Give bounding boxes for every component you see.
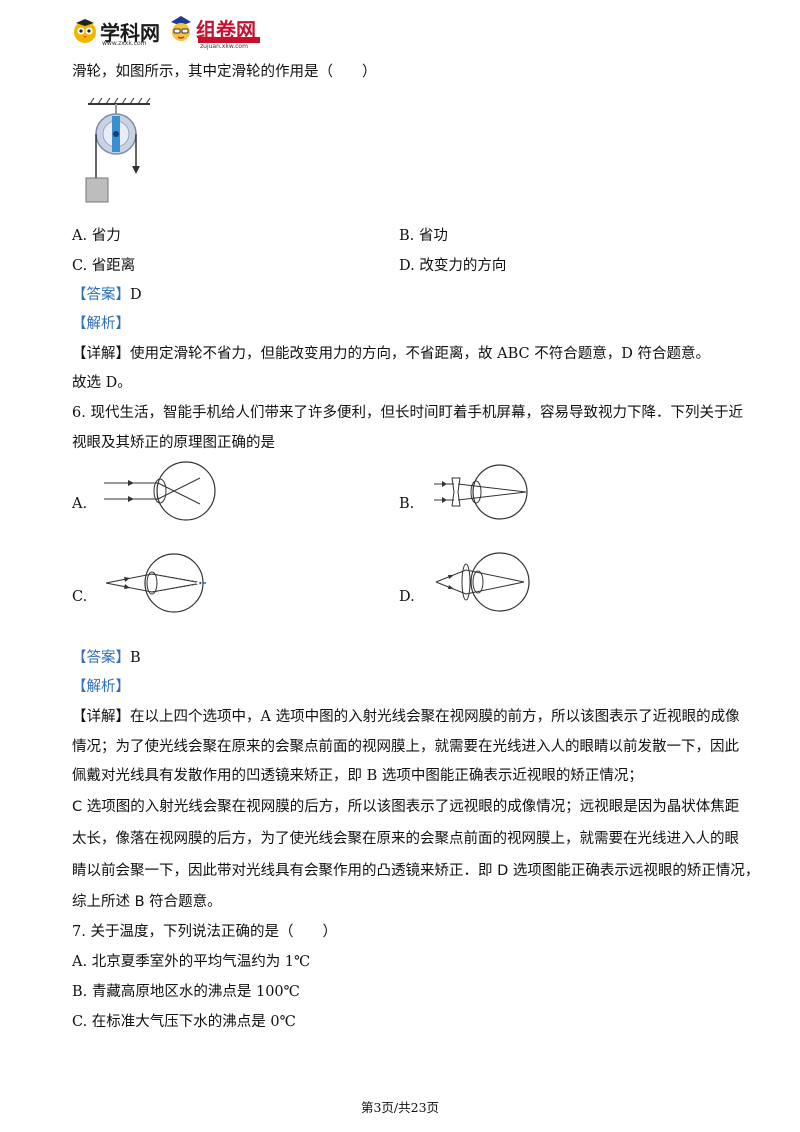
option-b: B. 青藏高原地区水的沸点是 100℃ [72, 984, 300, 1000]
xuekewang-logo[interactable]: 学科网 www.zxxk.com [72, 14, 162, 48]
detail-text: 在以上四个选项中，A 选项中图的入射光线会聚在视网膜的前方，所以该图表示了近视眼… [130, 709, 740, 725]
answer-tag: 【答案】 [72, 287, 130, 303]
option-a-label: A. [72, 496, 88, 512]
answer-tag: 【答案】 [72, 650, 130, 666]
logo-banner [198, 37, 260, 43]
option-b-label: B. [399, 496, 415, 512]
option-a: A. 省力 [72, 228, 121, 244]
detail-line-7: 综上所述 B 符合题意。 [72, 894, 222, 910]
conclusion: 故选 D。 [72, 375, 132, 391]
detail-line: 【详解】使用定滑轮不省力，但能改变用力的方向，不省距离，故 ABC 不符合题意，… [72, 344, 710, 364]
detail-tag: 【详解】 [72, 346, 130, 362]
detail-line-6: 睛以前会聚一下，因此带对光线具有会聚作用的凸透镜来矫正．即 D 选项图能正确表示… [72, 863, 760, 879]
detail-text: 使用定滑轮不省力，但能改变用力的方向，不省距离，故 ABC 不符合题意，D 符合… [130, 346, 710, 362]
detail-line-4: C 选项图的入射光线会聚在视网膜的后方，所以该图表示了远视眼的成像情况；远视眼是… [72, 799, 740, 815]
detail-line-3: 佩戴对光线具有发散作用的凹透镜来矫正，即 B 选项中图能正确表示近视眼的矫正情况… [72, 768, 643, 784]
hyperopia-correction-diagram [435, 552, 530, 612]
fixed-pulley-figure [85, 97, 151, 203]
zujuanwang-logo[interactable]: 组卷网 zujuan.xkw.com [168, 12, 264, 50]
question-stem-line-2: 视眼及其矫正的原理图正确的是 [72, 435, 275, 451]
mascot-icon [171, 16, 191, 41]
myopia-eye-diagram [104, 461, 216, 521]
detail-tag: 【详解】 [72, 709, 130, 725]
question-stem: 滑轮，如图所示，其中定滑轮的作用是（ ） [72, 64, 377, 80]
page-number: 第3页/共23页 [360, 1100, 440, 1115]
hyperopia-eye-diagram [105, 553, 207, 613]
answer-line: 【答案】B [72, 648, 141, 668]
detail-line-5: 太长，像落在视网膜的后方，为了使光线会聚在原来的会聚点前面的视网膜上，就需要在光… [72, 831, 739, 847]
answer-value: B [130, 650, 141, 666]
myopia-correction-diagram [434, 464, 528, 520]
logo-name: 学科网 [100, 21, 160, 45]
option-d: D. 改变力的方向 [399, 258, 507, 274]
option-c: C. 在标准大气压下水的沸点是 0℃ [72, 1014, 296, 1030]
option-b: B. 省功 [399, 228, 448, 244]
answer-line: 【答案】D [72, 285, 142, 305]
logo-url: zujuan.xkw.com [200, 43, 248, 50]
owl-icon [74, 19, 96, 43]
question-stem: 7. 关于温度，下列说法正确的是（ ） [72, 924, 337, 940]
logo-url: www.zxxk.com [102, 40, 147, 47]
option-a: A. 北京夏季室外的平均气温约为 1℃ [72, 954, 311, 970]
detail-line-2: 情况；为了使光线会聚在原来的会聚点前面的视网膜上，就需要在光线进入人的眼睛以前发… [72, 739, 739, 755]
analysis-tag: 【解析】 [72, 316, 130, 332]
question-stem-line-1: 6. 现代生活，智能手机给人们带来了许多便利，但长时间盯着手机屏幕，容易导致视力… [72, 405, 743, 421]
option-c-label: C. [72, 589, 88, 605]
answer-value: D [130, 287, 142, 303]
option-c: C. 省距离 [72, 258, 136, 274]
option-d-label: D. [399, 589, 415, 605]
analysis-tag: 【解析】 [72, 679, 130, 695]
detail-line-1: 【详解】在以上四个选项中，A 选项中图的入射光线会聚在视网膜的前方，所以该图表示… [72, 707, 740, 727]
